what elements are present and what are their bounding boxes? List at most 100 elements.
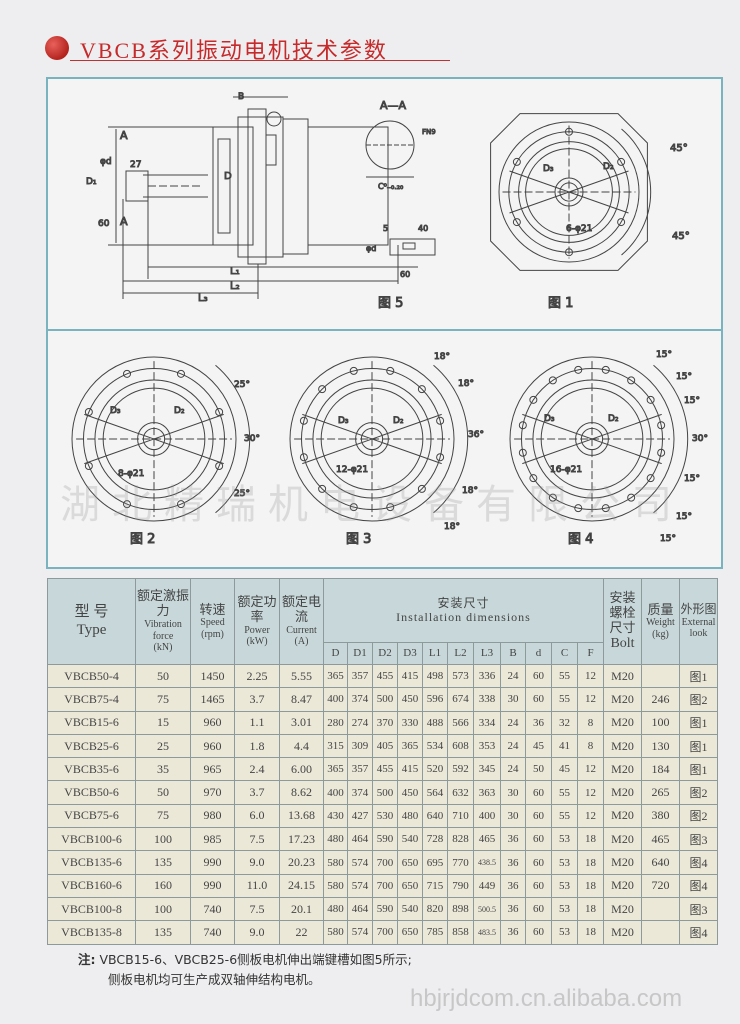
table-cell: 650 xyxy=(397,873,423,898)
model-cell: VBCB100-8 xyxy=(47,896,136,922)
header-speed-cn: 转速 xyxy=(199,601,226,617)
model-cell: VBCB50-6 xyxy=(47,780,136,805)
table-cell: 990 xyxy=(190,850,235,875)
table-cell: 24 xyxy=(500,733,526,759)
dim-27: 27 xyxy=(130,160,141,170)
fig1-d3: D₃ xyxy=(543,164,554,174)
header-dim-d: d xyxy=(525,642,552,665)
table-cell: 430 xyxy=(323,803,348,829)
table-cell: 500 xyxy=(372,780,398,805)
header-dim-d2: D2 xyxy=(372,642,398,665)
table-cell: 480 xyxy=(323,896,348,922)
table-cell: 12 xyxy=(577,803,604,829)
table-cell: 345 xyxy=(473,757,501,782)
table-cell: 18 xyxy=(577,850,604,875)
table-cell: 图1 xyxy=(679,733,718,759)
table-cell: 960 xyxy=(190,710,235,735)
table-cell: 720 xyxy=(641,873,680,898)
header-power-cn: 额定功率 xyxy=(237,594,277,624)
fig3-angle-1: 18° xyxy=(434,352,450,362)
table-cell: 828 xyxy=(447,827,474,852)
fig3-angle-2: 18° xyxy=(458,379,474,389)
dim-l1: L₁ xyxy=(230,266,240,277)
header-force-unit: (kN) xyxy=(153,642,173,654)
bolt-hole-icon xyxy=(417,385,426,394)
header-power-en: Power xyxy=(244,624,270,636)
bolt-hole-icon xyxy=(299,416,308,425)
table-cell: 135 xyxy=(135,850,191,875)
header-type-en: Type xyxy=(76,621,107,638)
header-dim-d1: D1 xyxy=(347,642,373,665)
drawing-panel-top: B A A φd 27 60 D₁ D L₁ L₂ L₃ A—A FN9 C⁰₋… xyxy=(46,77,723,331)
table-cell: 336 xyxy=(473,663,501,689)
bolt-hole-icon xyxy=(512,218,521,227)
bolt-hole-icon xyxy=(657,421,666,430)
table-cell: 55 xyxy=(551,780,578,805)
table-cell: 135 xyxy=(135,920,191,945)
bolt-hole-icon xyxy=(646,474,655,483)
table-cell: 980 xyxy=(190,803,235,829)
table-cell: 632 xyxy=(447,780,474,805)
table-cell: 464 xyxy=(347,896,373,922)
caption-fig5: 图 5 xyxy=(378,296,403,311)
header-bolt-cn: 安装螺栓尺寸 xyxy=(609,590,636,635)
header-dim-d3: D3 xyxy=(397,642,423,665)
table-cell: 592 xyxy=(447,757,474,782)
table-cell: 60 xyxy=(525,803,552,829)
table-cell: 53 xyxy=(551,896,578,922)
table-cell: M20 xyxy=(603,733,642,759)
table-cell: 695 xyxy=(422,850,448,875)
table-cell: 20.1 xyxy=(279,896,324,922)
table-cell: 25 xyxy=(135,733,191,759)
bolt-hole-icon xyxy=(565,248,573,257)
table-cell: 500.5 xyxy=(473,896,501,922)
table-cell: 580 xyxy=(323,920,348,945)
table-cell: 353 xyxy=(473,733,501,759)
flange-fig3 xyxy=(289,356,469,522)
table-cell: 图2 xyxy=(679,780,718,805)
table-cell: 790 xyxy=(447,873,474,898)
fig3-angle-5: 18° xyxy=(444,522,460,532)
table-cell: 55 xyxy=(551,663,578,689)
table-cell: 574 xyxy=(347,873,373,898)
bolt-hole-icon xyxy=(529,395,538,404)
bolt-hole-icon xyxy=(548,376,557,385)
fig5-side-view xyxy=(108,96,399,299)
fig4-angle-2: 15° xyxy=(676,372,692,382)
table-cell: 36 xyxy=(500,896,526,922)
table-cell: 60 xyxy=(525,663,552,689)
header-dim-c: C xyxy=(551,642,578,665)
table-cell: 5.55 xyxy=(279,663,324,689)
table-cell: 60 xyxy=(525,827,552,852)
angle-arc xyxy=(433,364,469,514)
table-cell: 590 xyxy=(372,827,398,852)
table-cell: 596 xyxy=(422,687,448,712)
bolt-hole-icon xyxy=(84,408,93,417)
company-watermark: 湖北精瑞机电设备有限公司 xyxy=(60,482,684,528)
caption-fig2: 图 2 xyxy=(130,532,155,547)
table-cell: 100 xyxy=(135,827,191,852)
table-cell: 540 xyxy=(397,896,423,922)
table-cell: 17.23 xyxy=(279,827,324,852)
header-dim-b: B xyxy=(500,642,526,665)
table-cell: 24.15 xyxy=(279,873,324,898)
dim-d1: D₁ xyxy=(86,177,97,187)
table-cell: 1.1 xyxy=(234,710,280,735)
table-cell: 740 xyxy=(190,920,235,945)
table-cell: 30 xyxy=(500,803,526,829)
table-cell: 图4 xyxy=(679,850,718,875)
table-cell: 960 xyxy=(190,733,235,759)
fig4-angle-6: 15° xyxy=(676,512,692,522)
bolt-hole-icon xyxy=(123,369,132,378)
fig1-d2: D₂ xyxy=(603,162,614,172)
table-cell: M20 xyxy=(603,827,642,852)
table-cell: M20 xyxy=(603,663,642,689)
angle-arc xyxy=(653,364,689,514)
dim-40: 40 xyxy=(418,224,428,233)
